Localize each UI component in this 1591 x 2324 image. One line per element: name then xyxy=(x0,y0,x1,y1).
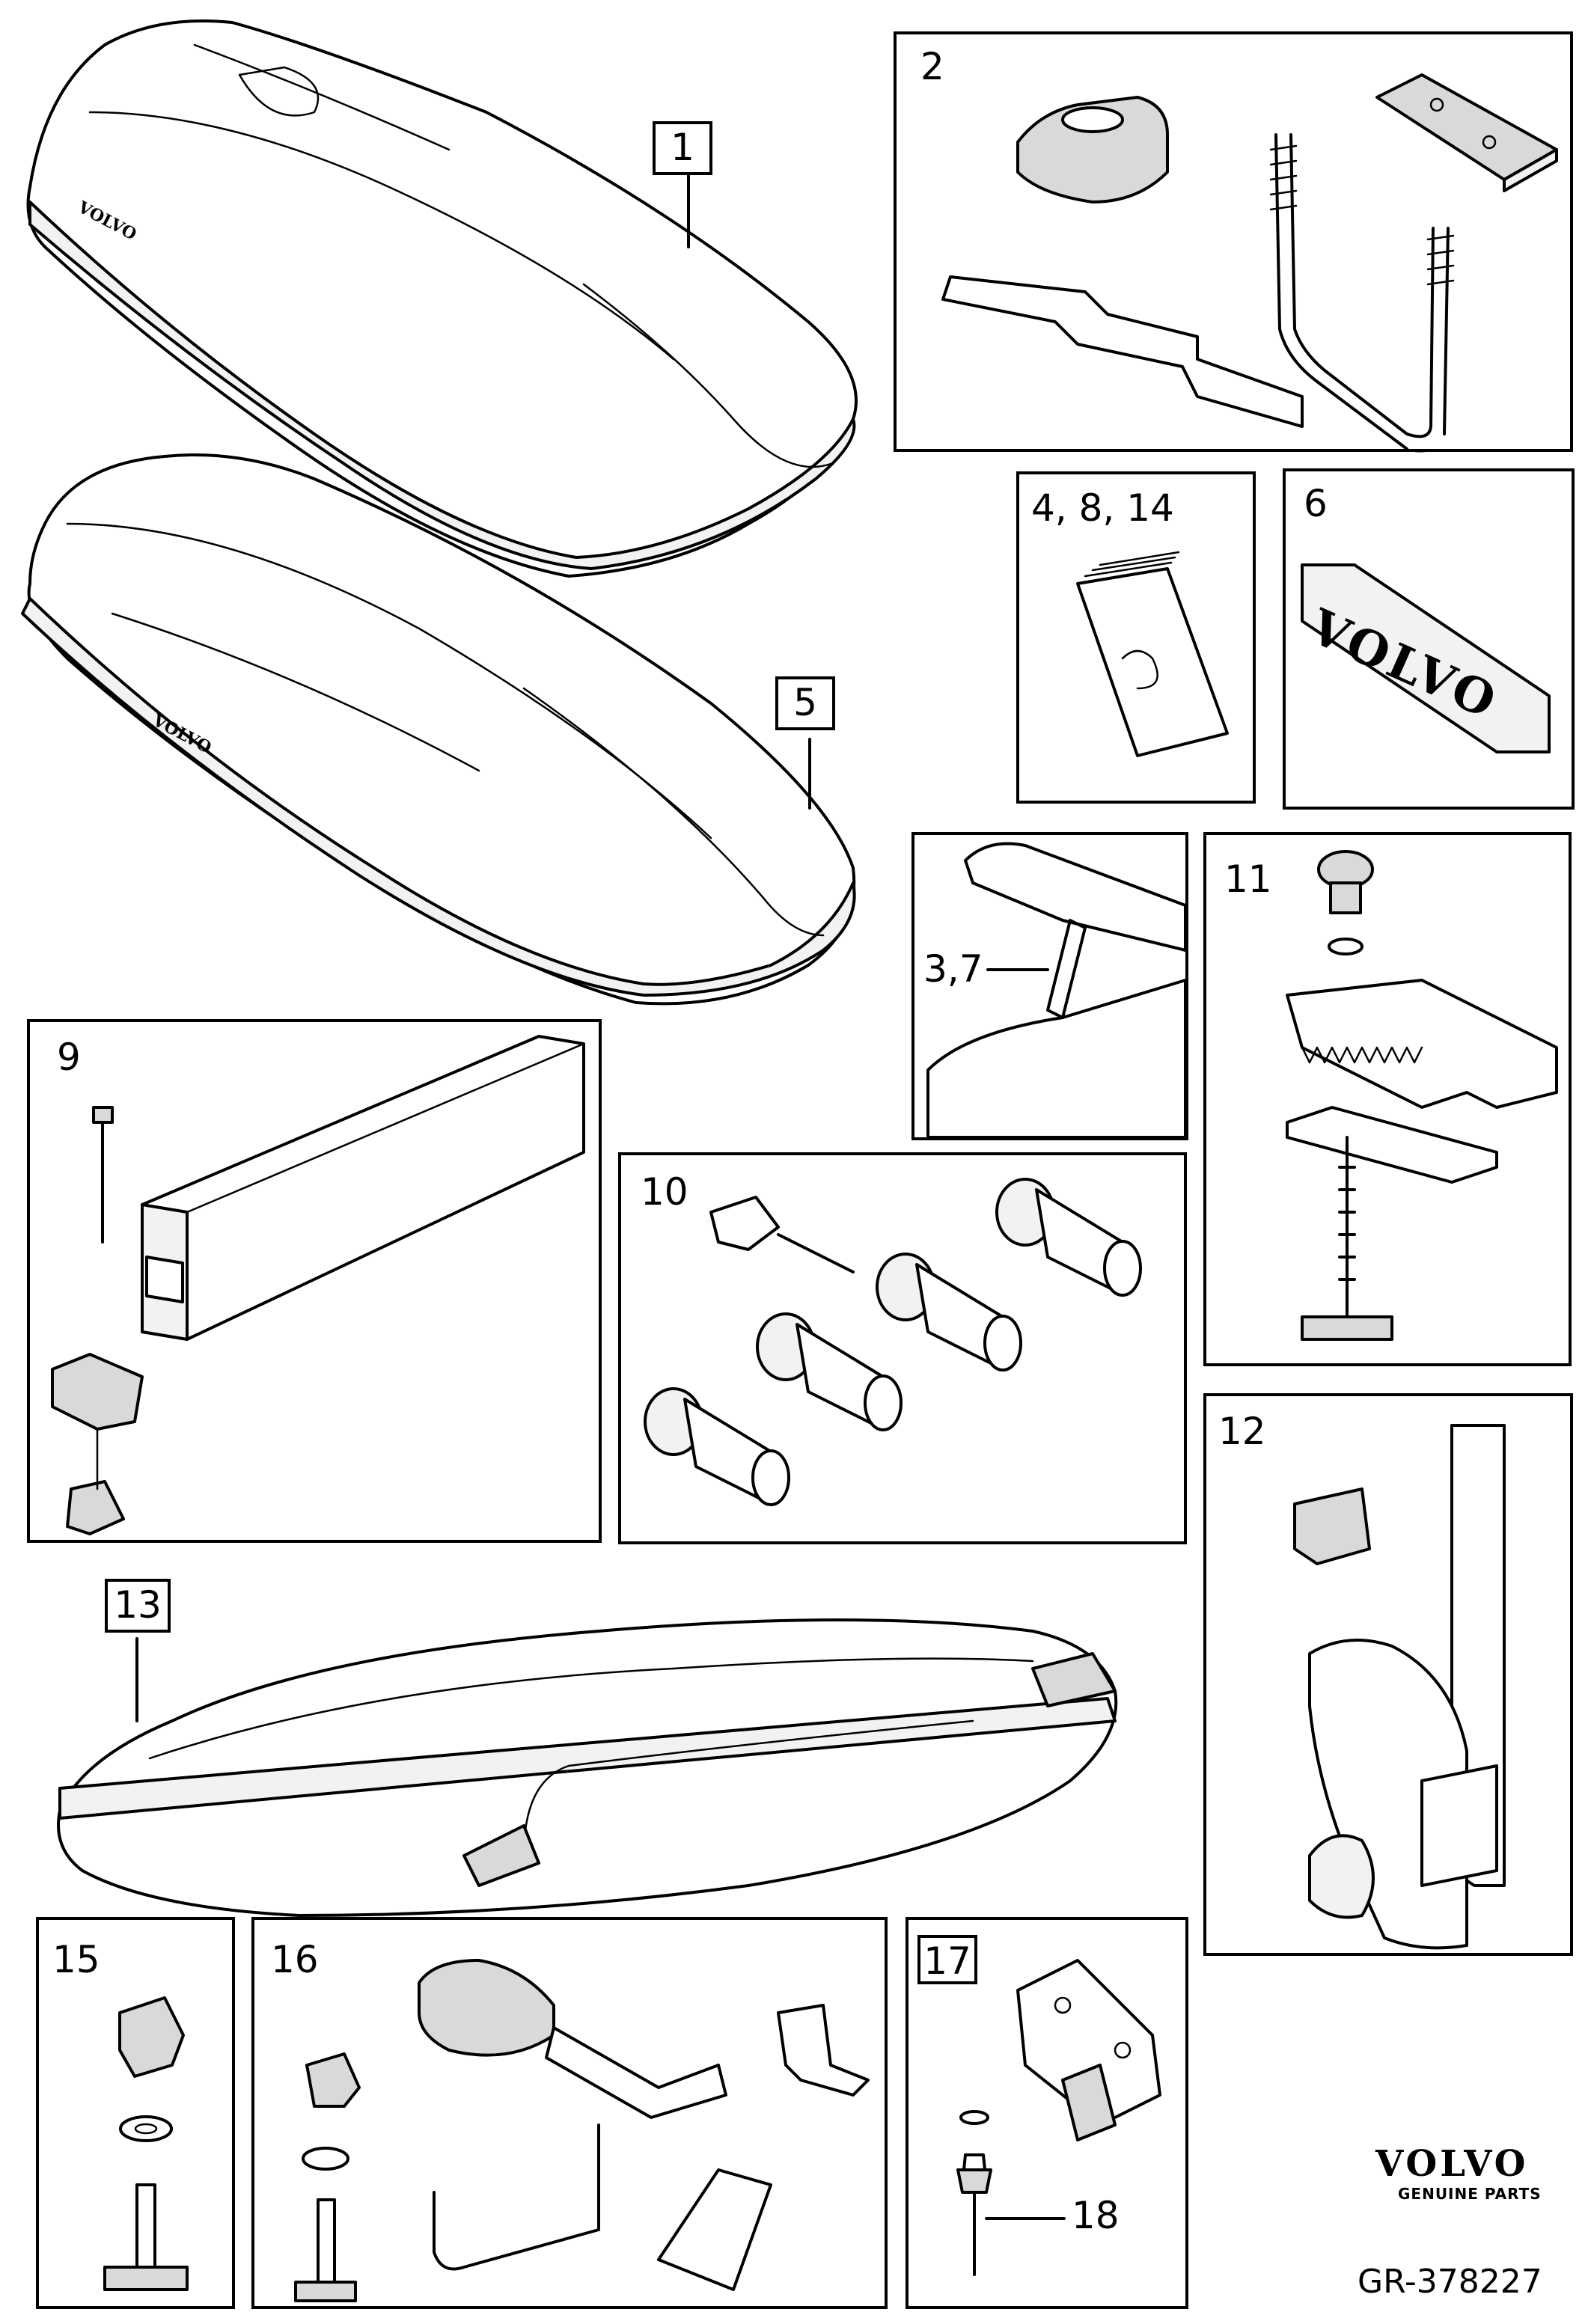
label-part-6: 6 xyxy=(1304,482,1328,525)
label-part-15: 15 xyxy=(52,1938,100,1981)
label-part-9: 9 xyxy=(57,1036,81,1079)
label-part-11: 11 xyxy=(1224,857,1272,901)
label-part-10: 10 xyxy=(641,1170,688,1214)
reference-number: GR-378227 xyxy=(1358,2263,1542,2301)
label-part-18: 18 xyxy=(1072,2194,1120,2237)
brand-subtitle: GENUINE PARTS xyxy=(1398,2185,1542,2203)
roof-box-5-drawing xyxy=(21,453,856,1006)
label-part-4-8-14: 4, 8, 14 xyxy=(1031,486,1174,530)
label-part-17: 17 xyxy=(917,1935,977,1984)
label-part-13: 13 xyxy=(105,1579,171,1633)
roof-box-13-drawing xyxy=(57,1618,1118,1917)
panel-16-strap-kit xyxy=(251,1917,888,2309)
brand-logo: VOLVO xyxy=(1375,2143,1529,2185)
label-part-2: 2 xyxy=(920,45,944,88)
label-part-5: 5 xyxy=(775,676,835,730)
label-part-16: 16 xyxy=(271,1938,319,1981)
roof-box-1-drawing xyxy=(26,19,858,578)
label-part-3-7: 3,7 xyxy=(923,947,983,991)
label-part-1: 1 xyxy=(653,121,712,175)
label-part-12: 12 xyxy=(1218,1410,1266,1453)
